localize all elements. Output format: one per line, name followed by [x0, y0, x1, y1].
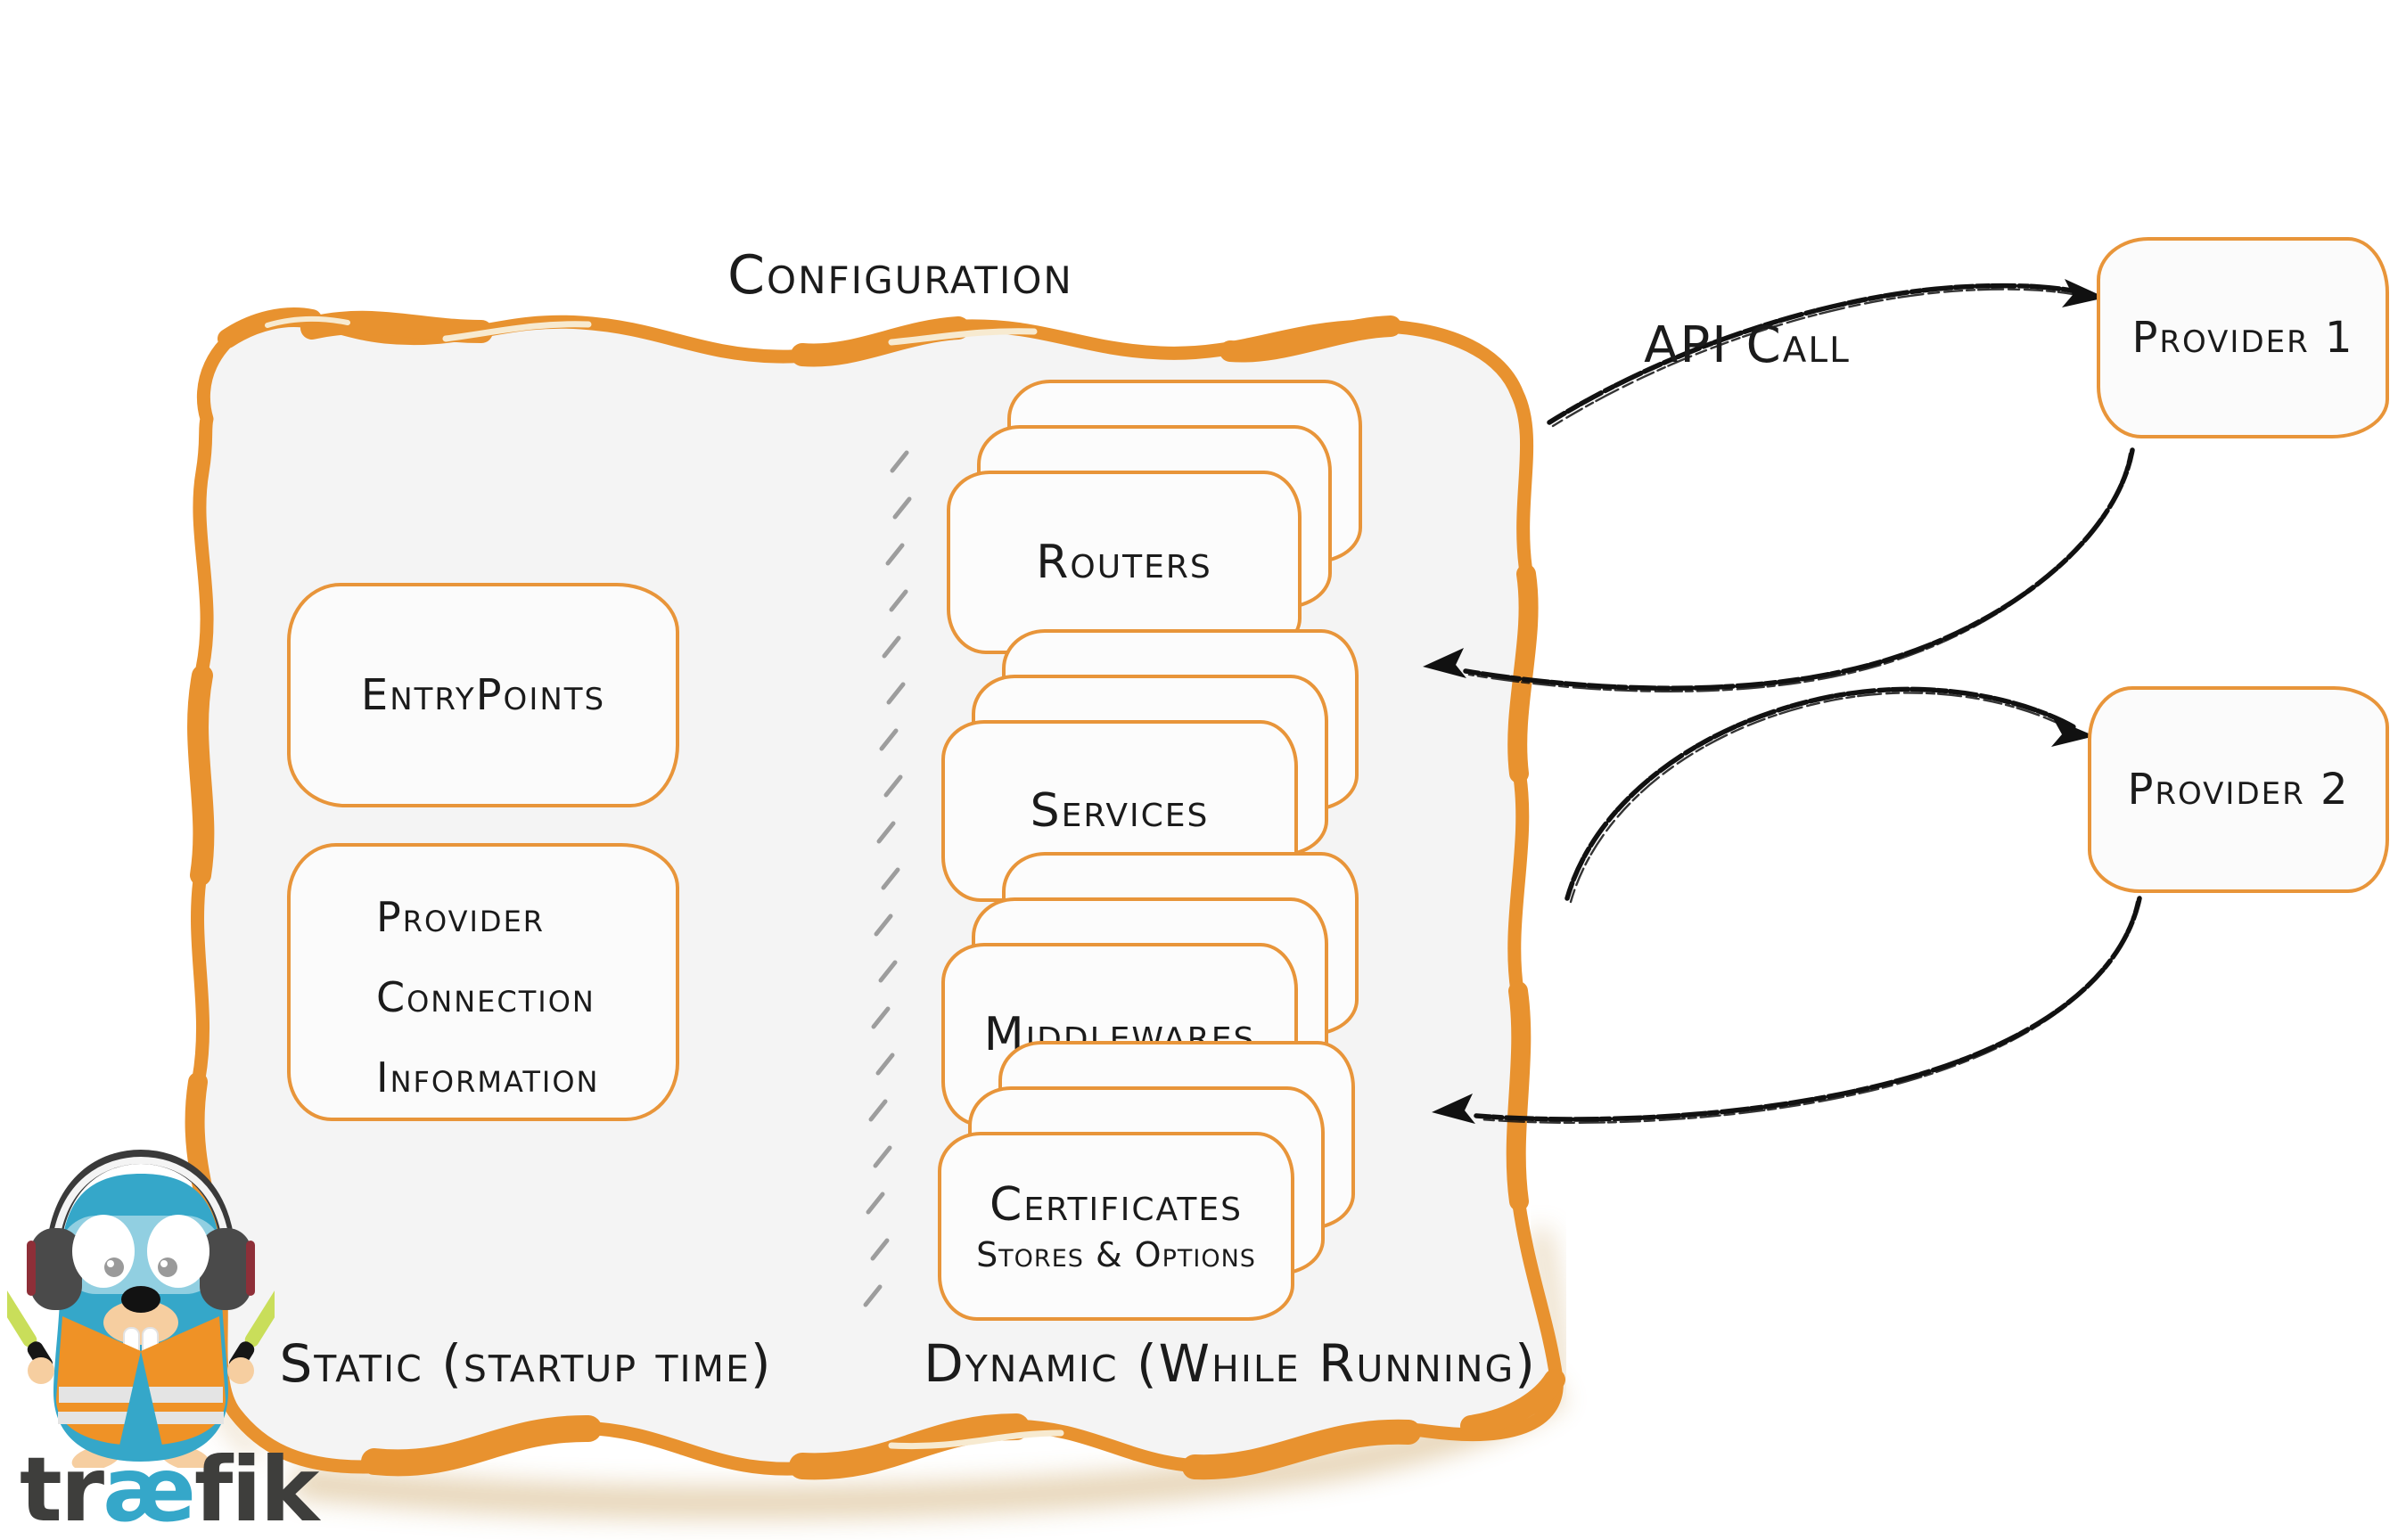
- mascot-hand-right: [227, 1357, 254, 1384]
- provider1-label: Provider 1: [2131, 313, 2354, 363]
- mascot-vest: [56, 1316, 226, 1446]
- mascot-headphone-band-highlight: [52, 1156, 230, 1245]
- services-label: Services: [1030, 784, 1210, 838]
- mascot-earcup-right-accent: [246, 1241, 255, 1296]
- mascot-muzzle: [103, 1300, 178, 1345]
- routers-label: Routers: [1036, 536, 1212, 589]
- certificates-label: Certificates: [990, 1178, 1243, 1232]
- wordmark-suffix: fik: [193, 1438, 319, 1540]
- arrow-api-call: [1547, 279, 2106, 428]
- arrow-config-to-provider2: [1564, 686, 2095, 904]
- provider-connection-line: Provider: [376, 893, 546, 941]
- static-section-label: Static (startup time): [214, 1330, 838, 1397]
- api-call-label: API Call: [1605, 314, 1890, 376]
- wordmark-prefix: tr: [20, 1438, 104, 1540]
- mascot-earcup-left-accent: [27, 1241, 36, 1296]
- dynamic-section-label: Dynamic (While Running): [905, 1330, 1556, 1397]
- static-section-text: Static (startup time): [279, 1333, 773, 1394]
- static-dynamic-divider: [863, 450, 912, 1307]
- traefik-wordmark: træfik: [20, 1446, 319, 1535]
- routers-card: Routers: [947, 471, 1302, 654]
- mascot-earcup-right: [200, 1228, 251, 1310]
- diagram-arrows: [1423, 279, 2142, 1125]
- api-call-text: API Call: [1644, 315, 1851, 374]
- provider-connection-line: Information: [376, 1053, 600, 1102]
- mascot-pupil-right: [158, 1257, 177, 1277]
- provider1-box: Provider 1: [2097, 237, 2389, 438]
- mascot-pupil-left: [104, 1257, 124, 1277]
- certificates-stack: Certificates Stores & Options: [938, 1041, 1366, 1335]
- provider-connection-line: Connection: [376, 973, 595, 1021]
- mascot-pupil-highlight: [107, 1260, 114, 1267]
- mascot-eye-left: [72, 1215, 135, 1288]
- mascot-hand-left: [28, 1357, 54, 1384]
- mascot-pupil-highlight: [160, 1260, 168, 1267]
- arrow-provider2-to-config: [1432, 896, 2142, 1125]
- mascot-eye-right: [147, 1215, 209, 1288]
- dynamic-section-text: Dynamic (While Running): [924, 1333, 1537, 1394]
- routers-stack: Routers: [947, 380, 1375, 665]
- traefik-mascot: [7, 1149, 275, 1468]
- provider2-label: Provider 2: [2127, 765, 2350, 815]
- provider2-box: Provider 2: [2088, 686, 2389, 893]
- provider-connection-box: Provider Connection Information: [287, 843, 679, 1121]
- wordmark-ae-ligature: æ: [103, 1438, 196, 1540]
- certificates-sublabel: Stores & Options: [976, 1235, 1256, 1274]
- diagram-title: Configuration: [678, 242, 1123, 308]
- arrow-provider1-to-config: [1423, 447, 2135, 692]
- diagram-title-text: Configuration: [727, 244, 1073, 307]
- mascot-earcup-left: [30, 1228, 82, 1310]
- entrypoints-box: EntryPoints: [287, 583, 679, 807]
- certificates-card: Certificates Stores & Options: [938, 1132, 1294, 1321]
- mascot-nose: [121, 1286, 160, 1313]
- entrypoints-label: EntryPoints: [360, 670, 606, 720]
